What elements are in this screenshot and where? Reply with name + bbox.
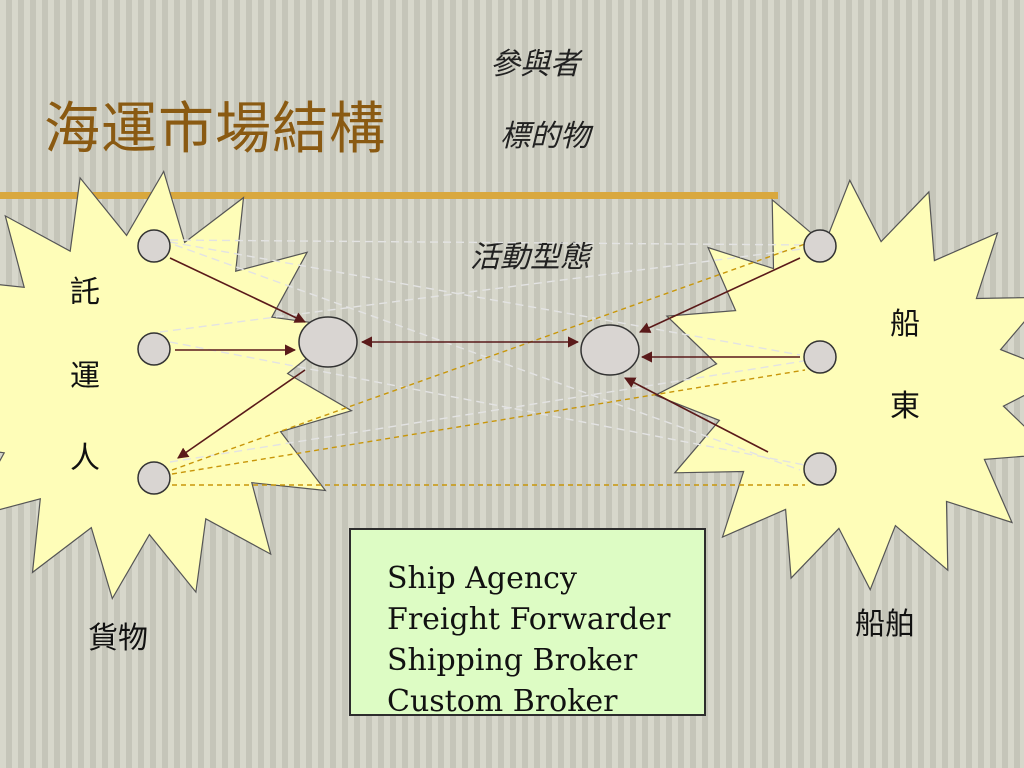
activity-line — [169, 241, 801, 356]
shipper-hub-node — [298, 316, 358, 368]
cargo-label: 貨物 — [88, 621, 148, 656]
shipper-starburst — [0, 169, 354, 601]
object-line — [171, 369, 806, 475]
intermediaries-list: Ship Agency Freight Forwarder Shipping B… — [387, 558, 670, 722]
slide-title: 海運市場結構 — [44, 97, 386, 162]
shipowner-node-1 — [803, 229, 837, 263]
participant-arrow — [177, 369, 306, 459]
participant-arrow — [624, 377, 769, 453]
shipowner-label-char-2: 東 — [890, 389, 920, 424]
intermediary-item: Ship Agency — [387, 561, 577, 596]
intermediary-item: Freight Forwarder — [387, 602, 671, 637]
title-underline — [0, 192, 778, 199]
participant-arrow — [169, 257, 307, 323]
shipowner-node-3 — [803, 452, 837, 486]
shipper-label-char-1: 託 — [70, 275, 100, 310]
shipowner-node-2 — [803, 340, 837, 374]
shipowner-hub-node — [580, 324, 640, 376]
intermediary-item: Custom Broker — [387, 684, 618, 719]
shipper-node-1 — [137, 229, 171, 263]
activity-line — [169, 239, 811, 246]
activity-line — [169, 341, 806, 466]
shipowner-label-char-1: 船 — [890, 307, 920, 342]
participant-arrows — [169, 257, 801, 459]
ship-label: 船舶 — [855, 607, 915, 642]
participant-arrow — [638, 257, 801, 333]
activity-line — [159, 247, 811, 333]
object-lines — [171, 243, 806, 486]
legend-activities: 活動型態 — [470, 240, 590, 275]
legend-participants: 參與者 — [490, 47, 580, 82]
nodes — [137, 229, 837, 495]
shipper-label-char-2: 運 — [70, 359, 100, 394]
shipper-node-2 — [137, 332, 171, 366]
intermediaries-box: Ship Agency Freight Forwarder Shipping B… — [349, 528, 706, 719]
shipper-node-3 — [137, 461, 171, 495]
activity-line — [169, 359, 811, 463]
intermediary-item: Shipping Broker — [387, 643, 638, 678]
object-line — [171, 243, 806, 471]
shipowner-starburst — [653, 178, 1024, 592]
shipper-label-char-3: 人 — [70, 441, 100, 476]
legend-objects: 標的物 — [500, 119, 590, 154]
